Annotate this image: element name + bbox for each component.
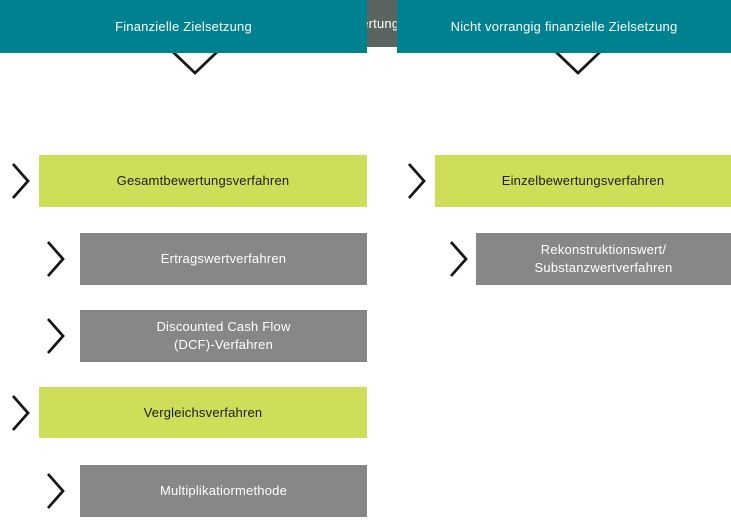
chevron-down-icon	[555, 50, 601, 75]
method-label: Gesamtbewertungsverfahren	[116, 173, 290, 189]
chevron-down-icon	[172, 50, 218, 75]
chevron-right-icon	[46, 241, 65, 277]
method-label: Ertragswertverfahren	[160, 251, 287, 267]
method-box: Rekonstruktionswert/ Substanzwertverfahr…	[476, 233, 731, 285]
chevron-right-icon	[11, 163, 30, 199]
chevron-right-icon	[11, 395, 30, 431]
method-box: Ertragswertverfahren	[80, 233, 367, 285]
method-label: Multiplikatiormethode	[159, 483, 288, 499]
branch-heading-label: Finanzielle Zielsetzung	[115, 18, 252, 34]
method-label: Vergleichsverfahren	[143, 404, 263, 420]
branch-heading-label: Nicht vorrangig finanzielle Zielsetzung	[450, 18, 678, 34]
method-box: Vergleichsverfahren	[39, 387, 367, 438]
branch-heading-financial: Finanzielle Zielsetzung	[0, 0, 367, 53]
chevron-right-icon	[46, 318, 65, 354]
branch-heading-non-financial: Nicht vorrangig finanzielle Zielsetzung	[397, 0, 731, 53]
method-box: Gesamtbewertungsverfahren	[39, 155, 367, 207]
chevron-right-icon	[46, 473, 65, 509]
method-box: Einzelbewertungsverfahren	[435, 155, 731, 207]
method-label: Discounted Cash Flow (DCF)-Verfahren	[156, 319, 291, 352]
method-label: Rekonstruktionswert/ Substanzwertverfahr…	[534, 242, 673, 275]
chevron-right-icon	[407, 163, 426, 199]
method-box: Discounted Cash Flow (DCF)-Verfahren	[80, 310, 367, 362]
method-label: Einzelbewertungsverfahren	[501, 173, 665, 189]
method-box: Multiplikatiormethode	[80, 465, 367, 517]
chevron-right-icon	[449, 241, 468, 277]
